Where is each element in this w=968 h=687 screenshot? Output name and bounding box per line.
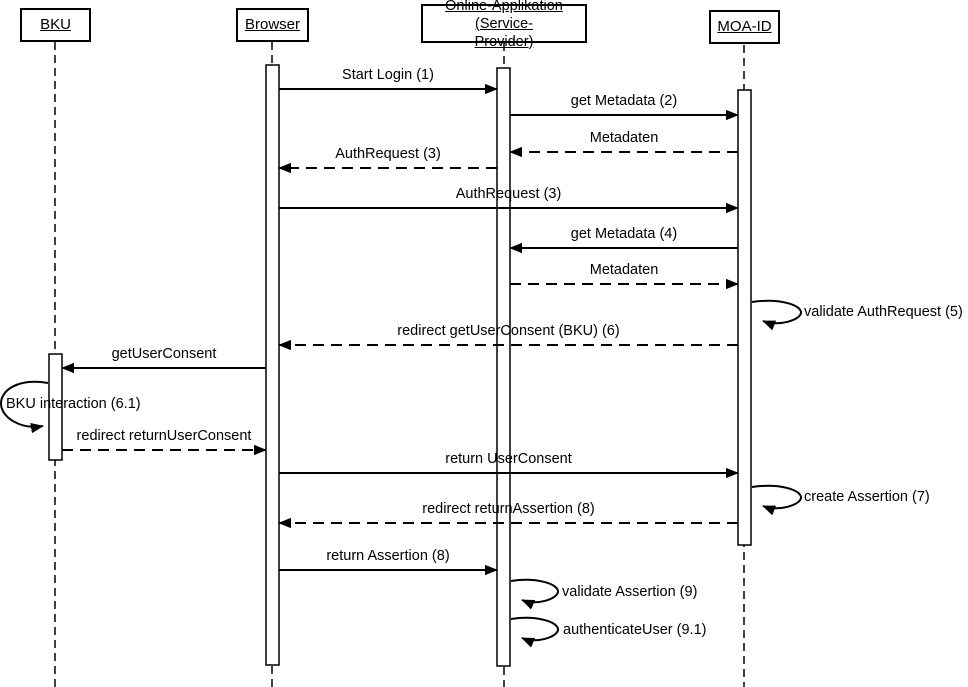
actor-service-provider-label-line1: Online-Applikation (Service-: [445, 0, 563, 32]
self-message-label-validate-authrequest: validate AuthRequest (5): [804, 304, 963, 320]
self-message-arrow-validate-authrequest: [751, 299, 803, 331]
actor-service-provider-label-line2: Provider): [474, 33, 534, 50]
self-message-arrow-bku-interaction: [0, 380, 49, 434]
message-label-authrequest-3b: AuthRequest (3): [455, 186, 562, 202]
activation-bar-browser: [265, 64, 280, 666]
self-message-arrow-authenticateuser: [510, 616, 560, 648]
message-label-start-login: Start Login (1): [342, 67, 434, 83]
actor-moa-id: MOA-ID: [709, 10, 780, 44]
message-label-return-assertion: return Assertion (8): [326, 548, 450, 564]
self-message-label-bku-interaction: BKU interaction (6.1): [6, 396, 141, 412]
message-label-redirect-getuserconsent: redirect getUserConsent (BKU) (6): [397, 323, 620, 339]
actor-bku: BKU: [20, 8, 91, 42]
message-label-metadaten-2: Metadaten: [589, 262, 659, 278]
message-label-authrequest-3a: AuthRequest (3): [335, 146, 441, 162]
activation-bar-service-provider: [496, 67, 511, 667]
actor-moa-id-label: MOA-ID: [717, 18, 772, 35]
self-message-label-create-assertion: create Assertion (7): [804, 489, 930, 505]
activation-bar-moa-id: [737, 89, 752, 546]
actor-service-provider: Online-Applikation (Service- Provider): [421, 0, 587, 50]
activation-bar-bku: [48, 353, 63, 461]
self-message-arrow-create-assertion: [751, 484, 803, 516]
self-message-arrow-validate-assertion: [510, 578, 560, 610]
message-label-get-metadata-4: get Metadata (4): [570, 226, 678, 242]
message-label-metadaten-1: Metadaten: [589, 130, 659, 146]
message-label-return-userconsent: return UserConsent: [445, 451, 572, 467]
actor-browser: Browser: [236, 8, 309, 42]
message-label-redirect-returnuserconsent: redirect returnUserConsent: [76, 428, 252, 444]
message-label-get-metadata-2: get Metadata (2): [570, 93, 678, 109]
message-label-redirect-returnassertion: redirect returnAssertion (8): [422, 501, 595, 517]
message-label-getuserconsent: getUserConsent: [111, 346, 217, 362]
self-message-label-authenticateuser: authenticateUser (9.1): [563, 622, 707, 638]
self-message-label-validate-assertion: validate Assertion (9): [562, 584, 698, 600]
actor-browser-label: Browser: [244, 16, 300, 33]
actor-bku-label: BKU: [40, 16, 71, 33]
